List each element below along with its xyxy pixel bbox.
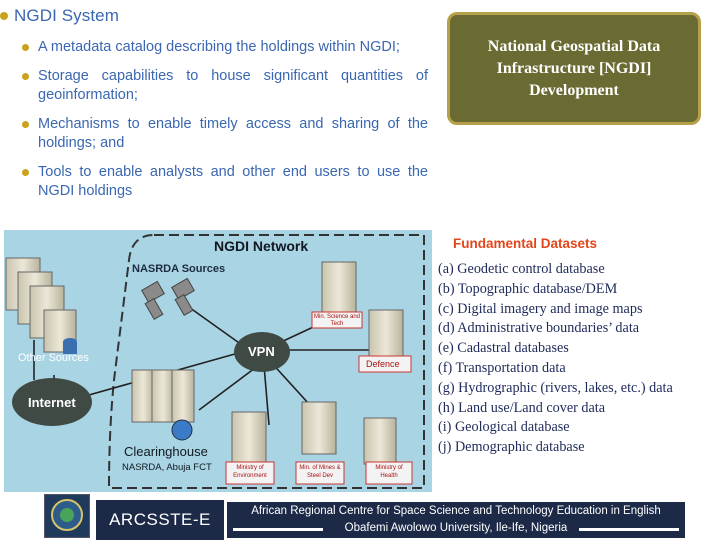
ngdi-network-diagram: NGDI Network NASRDA Sources Other Source… (4, 230, 432, 492)
bullet-text: A metadata catalog describing the holdin… (38, 39, 400, 55)
ministry-servers (225, 401, 413, 485)
bullet-text: Mechanisms to enable timely access and s… (38, 116, 428, 151)
vpn-label: VPN (248, 344, 275, 359)
footer-info: African Regional Centre for Space Scienc… (227, 502, 685, 538)
dataset-item: (f) Transportation data (438, 359, 566, 376)
network-title: NGDI Network (214, 238, 309, 254)
min-health-label: Ministry of Health (375, 465, 403, 479)
bullet-text: Storage capabilities to house significan… (38, 68, 428, 103)
min-mines-label: Min. of Mines & Steel Dev (299, 465, 341, 479)
dataset-item: (e) Cadastral databases (438, 340, 569, 357)
dataset-item: (g) Hydrographic (rivers, lakes, etc.) d… (438, 379, 673, 396)
arcsste-logo (44, 494, 90, 538)
dataset-item: (b) Topographic database/DEM (438, 280, 618, 297)
slide-title: NGDI System (14, 6, 120, 25)
bullet-text: Tools to enable analysts and other end u… (38, 164, 428, 199)
footer-centre-name: African Regional Centre for Space Scienc… (251, 505, 661, 517)
dataset-item: (i) Geological database (438, 419, 570, 436)
min-science-label: Min. Science and Tech (313, 314, 361, 327)
bullet-list: A metadata catalog describing the holdin… (20, 38, 428, 211)
network-boundary (107, 234, 425, 489)
dataset-item: (h) Land use/Land cover data (438, 399, 606, 416)
bullet-dot-icon (22, 73, 29, 80)
bullet-item: A metadata catalog describing the holdin… (20, 38, 428, 57)
clearinghouse-servers (131, 369, 195, 441)
min-science-server (311, 261, 363, 329)
ngdi-box-text: National Geospatial Data Infrastructure … (487, 37, 661, 99)
clearinghouse-sublabel: NASRDA, Abuja FCT (122, 462, 212, 473)
fundamental-datasets-list: (a) Geodetic control database (b) Topogr… (438, 260, 673, 458)
title-bullet-icon (0, 12, 8, 20)
satellite-icons (141, 277, 195, 320)
footer-university: Obafemi Awolowo University, Ile-Ife, Nig… (344, 522, 568, 534)
network-diagram-graphic (5, 234, 425, 489)
ngdi-development-box: National Geospatial Data Infrastructure … (447, 12, 701, 125)
nasrda-sources-label: NASRDA Sources (132, 263, 226, 275)
footer-brand: ARCSSTE-E (96, 500, 224, 540)
slide-title-row: NGDI System (0, 6, 119, 26)
footer-rule-left (233, 528, 323, 531)
bullet-item: Tools to enable analysts and other end u… (20, 163, 428, 201)
min-environment-label: Ministry of Environment (233, 465, 267, 479)
bullet-item: Storage capabilities to house significan… (20, 67, 428, 105)
internet-label: Internet (28, 395, 76, 410)
dataset-item: (j) Demographic database (438, 439, 585, 456)
bullet-item: Mechanisms to enable timely access and s… (20, 115, 428, 153)
fundamental-datasets-title: Fundamental Datasets (453, 236, 598, 251)
internet-cloud (12, 378, 92, 426)
logo-emblem-icon (51, 499, 83, 531)
bullet-dot-icon (22, 44, 29, 51)
bullet-dot-icon (22, 121, 29, 128)
footer-rule-right (579, 528, 679, 531)
dataset-item: (c) Digital imagery and image maps (438, 300, 643, 317)
clearinghouse-label: Clearinghouse (124, 444, 208, 459)
vpn-cloud (234, 332, 290, 372)
defence-server (358, 309, 412, 373)
bullet-dot-icon (22, 169, 29, 176)
defence-label: Defence (366, 359, 400, 369)
other-sources-servers (5, 257, 77, 354)
dataset-item: (a) Geodetic control database (438, 261, 605, 277)
dataset-item: (d) Administrative boundaries’ data (438, 320, 640, 337)
other-sources-label: Other Sources (18, 352, 89, 364)
